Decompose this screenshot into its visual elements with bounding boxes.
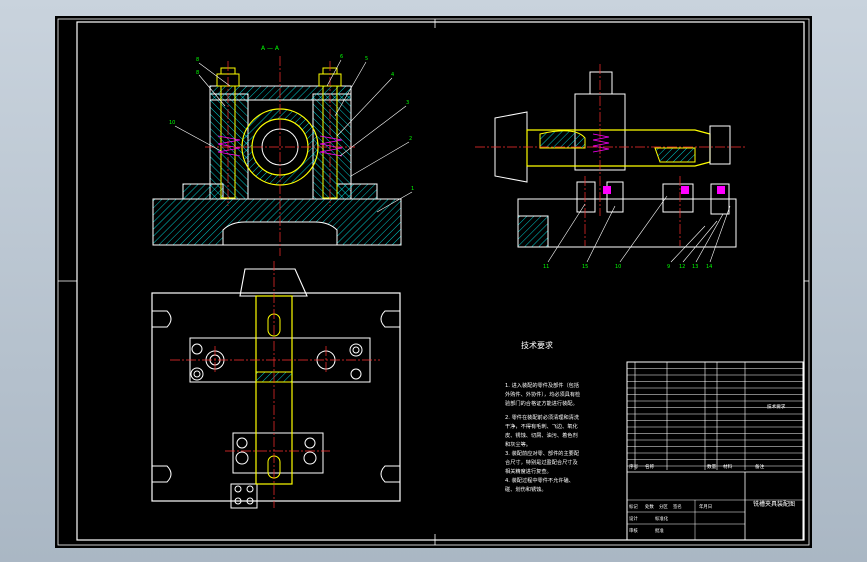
balloon: 8	[196, 57, 199, 63]
tech-lines: 1. 进入装配的零件及部件（包括 外购件、外协件），均必须具有检 验部门的合格证…	[505, 381, 580, 493]
side-spring	[592, 133, 610, 153]
tech-line: 验部门的合格证方能进行装配。	[505, 399, 578, 407]
tech-line: 干净，不得有毛刺、飞边、氧化	[505, 422, 578, 430]
side-screws	[603, 186, 725, 194]
title-block: 标记 处数 分区 签名 年月日 设计 标准化 审核 批准 铣槽夹具装配图	[627, 471, 803, 540]
drawing-sheet: A — A	[55, 16, 812, 548]
header-cell: 材料	[723, 463, 733, 470]
tech-line: 相关精度进行复查。	[505, 467, 552, 475]
drawing-name: 铣槽夹具装配图	[753, 500, 795, 508]
title-footer-labels: 标记 处数 分区 签名 年月日 设计 标准化 审核 批准	[629, 503, 712, 534]
side-leaders	[547, 195, 731, 263]
header-cell: 序号	[629, 463, 639, 470]
plan-view	[151, 261, 401, 509]
side-cutter	[494, 111, 528, 183]
balloon: 12	[679, 264, 685, 270]
parts-list: 序号 名称 数量 材料 备注 技术要求	[626, 361, 804, 541]
side-balloons: 11 15 10 9 12 13 14	[543, 264, 712, 270]
bracket-top	[209, 85, 352, 101]
header-cell: 备注	[755, 463, 765, 470]
plan-cutter	[239, 268, 308, 297]
sheet-zone-marks	[58, 19, 809, 545]
front-leaders	[174, 59, 413, 213]
balloon: 15	[582, 264, 588, 270]
balloon: 13	[692, 264, 698, 270]
tech-title: 技术要求	[521, 340, 553, 350]
footer-cell: 审核	[629, 527, 638, 534]
side-clamps	[576, 181, 730, 215]
outer-border	[57, 18, 810, 546]
balloon: 14	[706, 264, 712, 270]
parts-header: 序号 名称 数量 材料 备注	[629, 463, 765, 470]
tech-line: 4. 装配过程中零件不允许磕、	[505, 476, 574, 484]
side-base-slot	[517, 215, 549, 248]
technical-requirements: 技术要求 1. 进入装配的零件及部件（包括 外购件、外协件），均必须具有检 验部…	[505, 340, 580, 493]
side-view: 11 15 10 9 12 13 14	[475, 64, 745, 270]
footer-cell: 年月日	[699, 503, 712, 510]
plan-lower-plate	[232, 432, 324, 474]
footer-cell: 设计	[629, 515, 638, 522]
front-springs	[217, 135, 343, 157]
footer-cell: 分区	[659, 503, 668, 510]
tech-line: 和灰尘等。	[505, 440, 531, 448]
plan-tabs	[152, 310, 400, 483]
section-label: A — A	[261, 45, 280, 52]
plan-key-block	[230, 483, 258, 509]
tech-line: 外购件、外协件），均必须具有检	[505, 390, 580, 398]
plan-centerlines	[170, 261, 380, 508]
balloon: 8	[196, 70, 199, 76]
footer-cell: 批准	[655, 527, 664, 534]
footer-cell: 签名	[673, 503, 682, 510]
header-cell: 数量	[707, 463, 717, 470]
side-centerlines	[475, 64, 745, 246]
balloon: 1	[411, 186, 414, 192]
balloon: 2	[409, 136, 412, 142]
footer-cell: 标准化	[655, 515, 669, 522]
bracket-foot-right	[336, 183, 378, 200]
drawing-canvas: A — A	[57, 18, 810, 546]
balloon: 10	[169, 120, 175, 126]
footer-cell: 标记	[629, 503, 638, 510]
footer-cell: 处数	[645, 503, 654, 510]
balloon: 6	[340, 54, 343, 60]
plan-holes	[190, 343, 363, 505]
side-end-block	[709, 125, 731, 165]
parts-columns	[634, 362, 746, 470]
header-cell: 名称	[645, 463, 655, 470]
bracket-foot-left	[182, 183, 224, 200]
front-section-view: A — A	[152, 45, 414, 256]
balloon: 4	[391, 72, 394, 78]
side-base	[517, 198, 737, 248]
side-shaft-hatch-2	[654, 147, 696, 163]
inner-border	[76, 21, 805, 541]
tech-line: 皮、锈蚀、切屑、油污、着色剂	[505, 431, 578, 439]
front-balloons: 8 8 6 5 4 3 2 1 10	[169, 54, 414, 192]
side-shaft-hatch	[539, 130, 586, 149]
balloon: 11	[543, 264, 549, 270]
side-note: 技术要求	[767, 403, 786, 410]
tech-line: 碰、划伤和锈蚀。	[505, 485, 547, 493]
tech-line: 2. 零件在装配前必须清理和清洗	[505, 413, 580, 421]
parts-grid	[627, 368, 803, 467]
tech-line: 合尺寸，特别是过盈配合尺寸及	[505, 458, 578, 466]
tech-line: 3. 装配前应对零、部件的主要配	[505, 449, 580, 457]
plan-base	[151, 292, 401, 502]
tech-line: 1. 进入装配的零件及部件（包括	[505, 381, 579, 389]
balloon: 3	[406, 100, 409, 106]
side-top-nut	[589, 71, 613, 95]
balloon: 9	[667, 264, 670, 270]
balloon: 5	[365, 56, 368, 62]
front-centerlines	[205, 56, 355, 256]
balloon: 10	[615, 264, 621, 270]
